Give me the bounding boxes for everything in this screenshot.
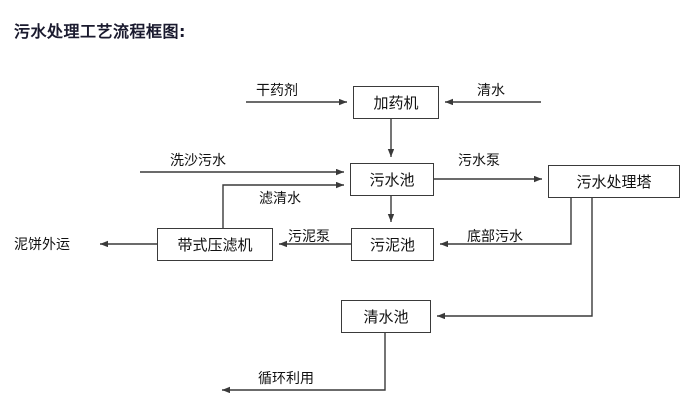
edge-tower-bottom-to-sludge-pool xyxy=(440,198,572,248)
edge-label-filtrate-water: 滤清水 xyxy=(259,191,301,207)
edge-label-bottom-sewage: 底部污水 xyxy=(467,229,523,245)
edge-clear-pool-to-recycle xyxy=(222,333,386,394)
node-label: 带式压滤机 xyxy=(177,236,253,254)
node-treatment-tower[interactable]: 污水处理塔 xyxy=(548,165,680,198)
node-sludge-pool[interactable]: 污泥池 xyxy=(351,228,434,261)
node-label: 污水处理塔 xyxy=(576,173,652,191)
node-label: 清水池 xyxy=(363,308,409,326)
node-sewage-pool[interactable]: 污水池 xyxy=(350,163,434,196)
edge-tower-to-clear-pool xyxy=(437,198,593,320)
terminal-label-mud-cake-export: 泥饼外运 xyxy=(14,237,70,253)
node-label: 污水池 xyxy=(369,171,415,189)
edge-label-wash-sand-sewage: 洗沙污水 xyxy=(170,153,226,169)
node-label: 加药机 xyxy=(373,94,419,112)
node-clear-water-pool[interactable]: 清水池 xyxy=(341,300,431,333)
node-belt-filter-press[interactable]: 带式压滤机 xyxy=(157,228,273,261)
edge-filtrate-to-sewage-pool xyxy=(222,181,344,228)
edge-label-sludge-pump: 污泥泵 xyxy=(288,229,330,245)
node-dosing-machine[interactable]: 加药机 xyxy=(353,86,439,119)
edge-label-recycle-use: 循环利用 xyxy=(258,371,314,387)
edge-label-dry-agent: 干药剂 xyxy=(256,83,298,99)
edge-label-clean-water: 清水 xyxy=(477,83,505,99)
edge-label-sewage-pump: 污水泵 xyxy=(458,153,500,169)
page-title: 污水处理工艺流程框图: xyxy=(14,22,186,41)
node-label: 污泥池 xyxy=(369,236,415,254)
